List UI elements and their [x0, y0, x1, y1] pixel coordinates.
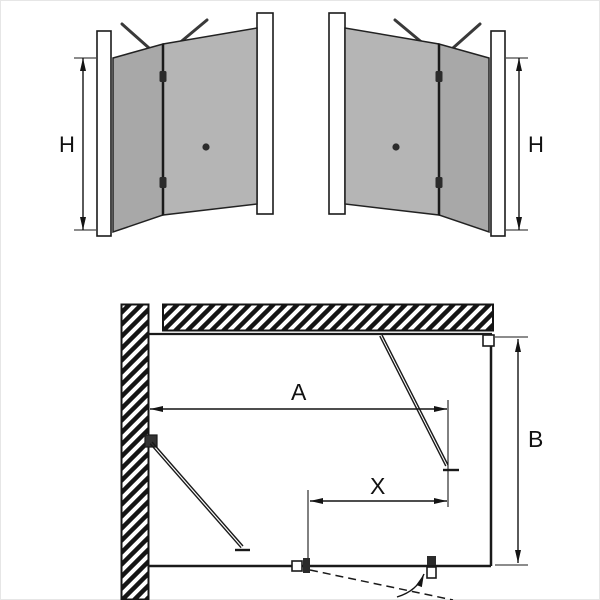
door-knob — [202, 143, 210, 151]
plan-handle-plate — [426, 566, 437, 579]
width-label: A — [291, 379, 307, 405]
plan-handle-block — [427, 556, 436, 565]
plan-door-right-a — [381, 334, 449, 466]
glass-panel-near — [112, 43, 164, 234]
plan-wall-top — [162, 303, 494, 332]
plan-door-left-a — [151, 441, 244, 547]
plan-wall-left — [120, 303, 150, 600]
depth-label: B — [528, 426, 543, 452]
perspective-view-left — [74, 12, 274, 237]
entry-label: X — [370, 473, 385, 499]
hinge-bottom — [159, 177, 167, 188]
wall-profile-left — [96, 30, 112, 237]
plan-door-left-b — [149, 443, 242, 549]
perspective-view-right — [329, 13, 528, 236]
plan-view: A X B — [120, 303, 543, 600]
height-label-left: H — [59, 132, 75, 157]
glass-panel-far — [162, 27, 258, 216]
door-swing-dashed-line — [309, 569, 454, 600]
door-swing-arrow — [396, 573, 425, 598]
hinge-top — [159, 71, 167, 82]
height-label-right: H — [528, 132, 544, 157]
wall-profile-back — [256, 12, 274, 215]
plan-pivot-bracket — [291, 560, 303, 572]
support-bar-left — [120, 22, 151, 50]
plan-pivot-block — [303, 558, 310, 573]
plan-door-right-b — [379, 335, 447, 467]
plan-corner-profile — [482, 334, 495, 347]
